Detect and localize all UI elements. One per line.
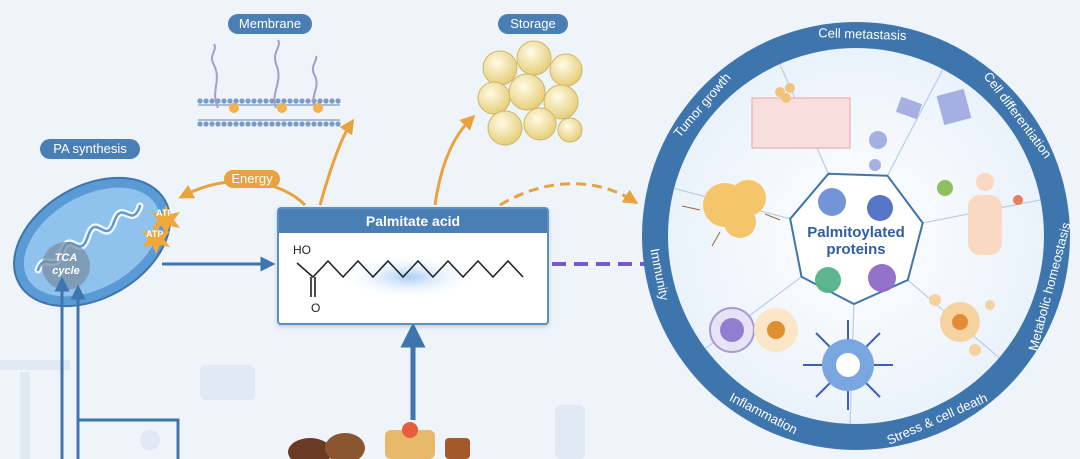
- storage-label: Storage: [498, 14, 568, 34]
- palmitate-acid-box: Palmitate acid HO O: [277, 207, 549, 325]
- membrane-label: Membrane: [228, 14, 312, 34]
- tca-cycle-label: TCA cycle: [52, 252, 80, 277]
- tube-arrows: [54, 276, 86, 306]
- support-tubes: [60, 280, 180, 459]
- oxygen-label: O: [311, 301, 321, 315]
- storage-fat-cells: [477, 40, 583, 146]
- atp-label-2: ATP: [146, 229, 164, 239]
- palmitoylated-proteins-label: Palmitoylated proteins: [786, 224, 926, 258]
- center-line-2: proteins: [826, 241, 886, 258]
- wheel-illustrations: [681, 83, 1023, 410]
- atp-label-1: ATP: [156, 208, 174, 218]
- hydroxyl-label: HO: [293, 243, 311, 257]
- membrane-illustration: [197, 39, 341, 127]
- center-line-1: Palmitoylated: [807, 224, 905, 241]
- food-pile: [288, 422, 470, 459]
- atp-bursts: [142, 205, 180, 254]
- palmitate-acid-title: Palmitate acid: [279, 209, 547, 233]
- energy-label: Energy: [224, 170, 280, 188]
- background-lab-shapes: [0, 360, 585, 459]
- wheel-segment-label: Cell metastasis: [818, 25, 907, 43]
- palmitate-structure: [296, 255, 524, 299]
- pa-synthesis-label: PA synthesis: [40, 139, 140, 159]
- flow-arrows-blue: [162, 256, 426, 420]
- mitochondrion: [13, 176, 171, 308]
